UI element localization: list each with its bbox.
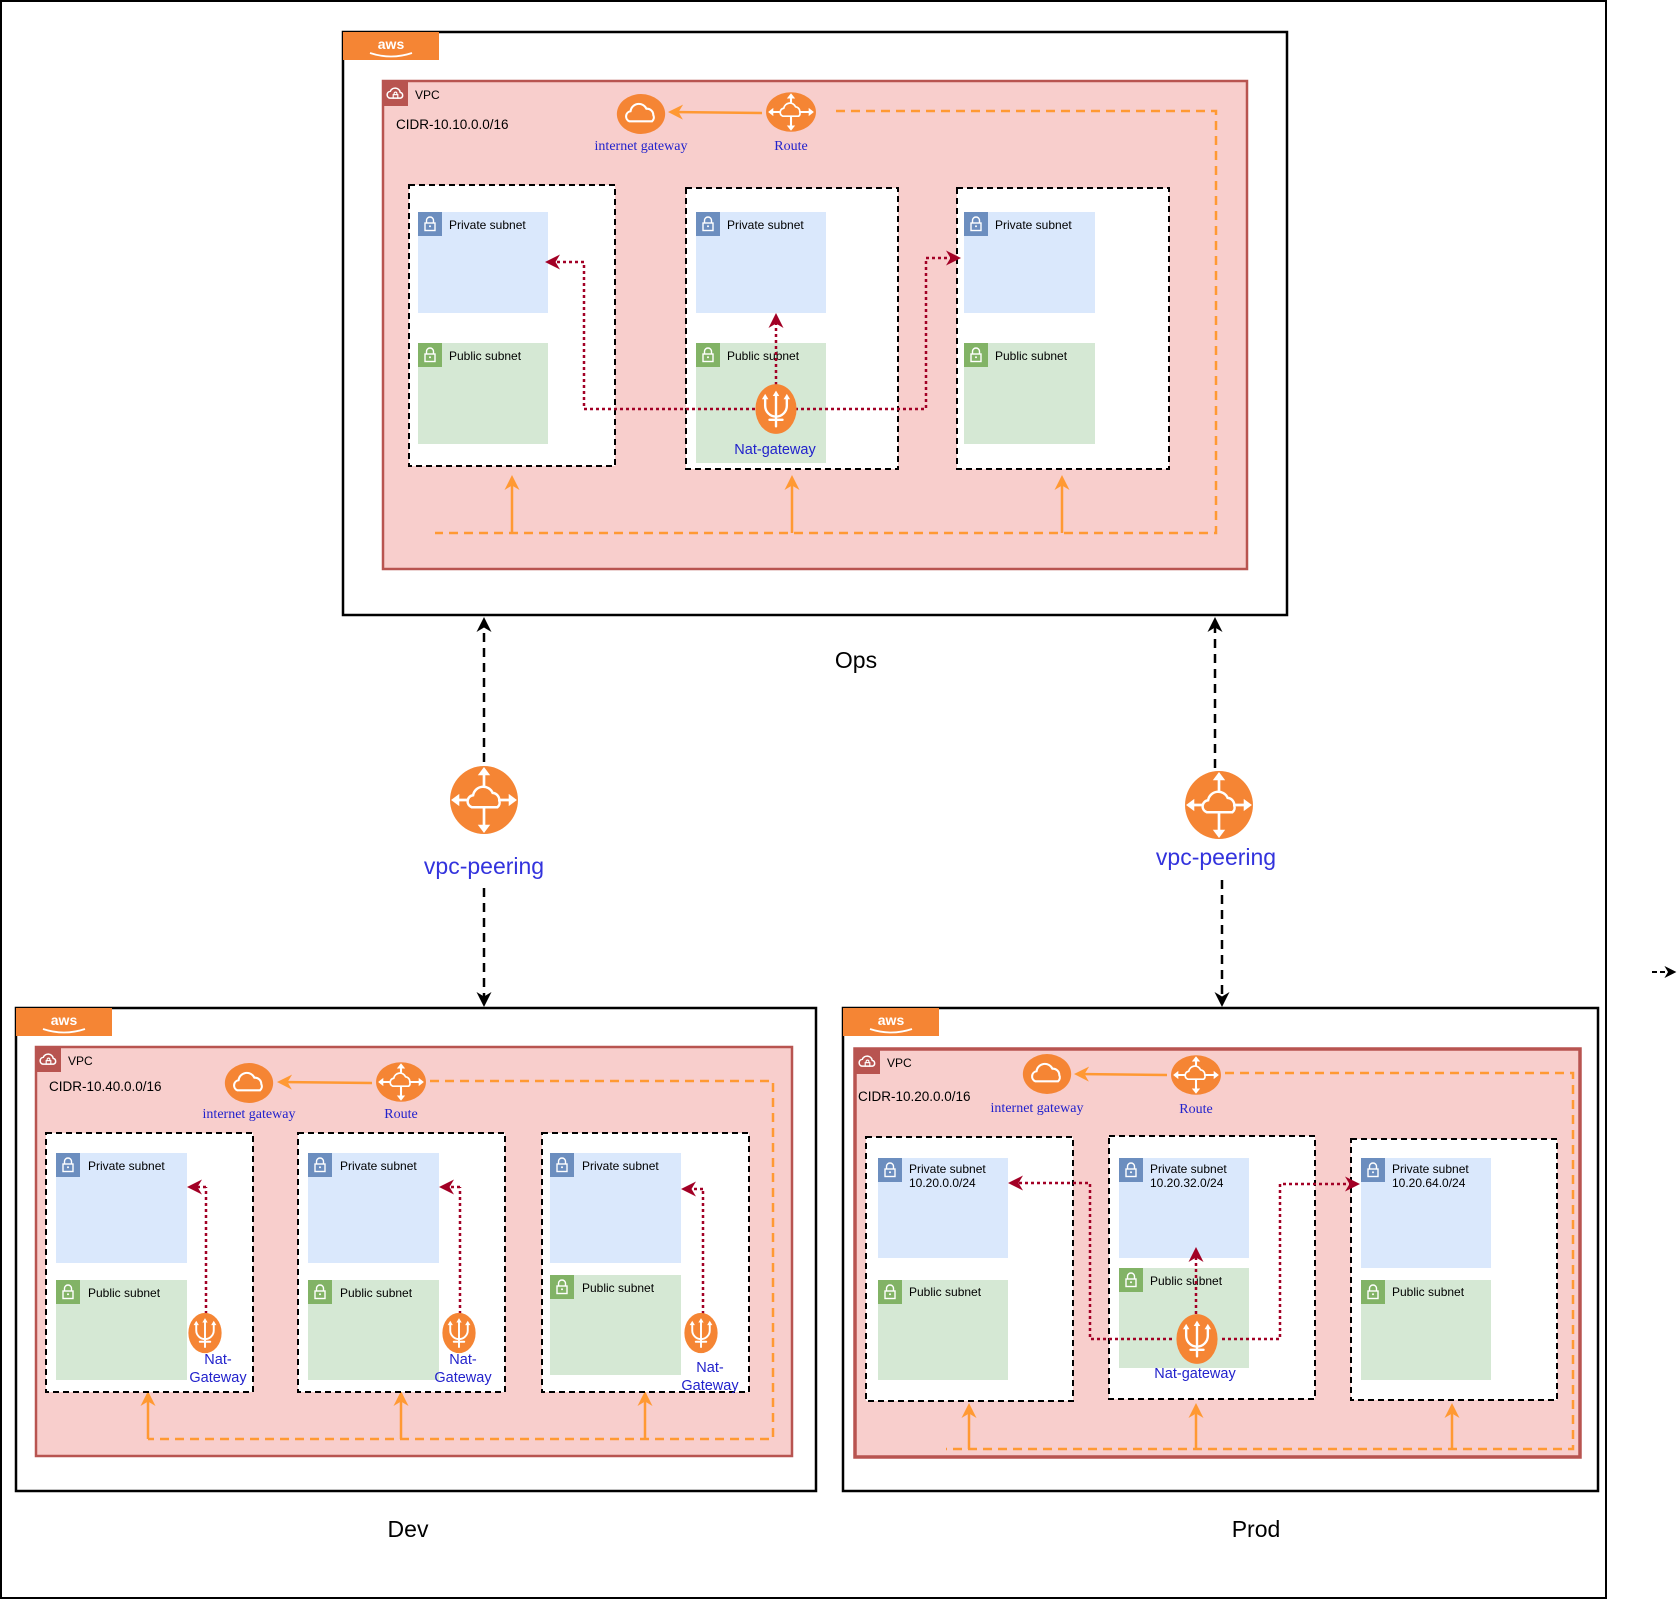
svg-text:aws: aws xyxy=(51,1012,78,1028)
cloud-icon xyxy=(223,1062,275,1104)
router-icon xyxy=(1170,1054,1222,1096)
vpc-peering-right-label: vpc-peering xyxy=(1156,844,1276,870)
prod-public-subnet-1-label: Public subnet xyxy=(909,1285,982,1299)
aws-logo-icon: aws xyxy=(843,1008,939,1036)
dev-route-label: Route xyxy=(384,1107,417,1122)
dev-environment: aws VPC CIDR-10.40.0.0/16 internet gatew… xyxy=(14,1006,818,1542)
trident-icon xyxy=(1174,1313,1220,1365)
ops-route-label: Route xyxy=(774,139,807,154)
prod-private-subnet-2-label: Private subnet xyxy=(1150,1162,1227,1176)
vpc-peering-right: vpc-peering xyxy=(1156,617,1276,1007)
router-icon xyxy=(765,91,817,133)
dev-nat-gateway-3-line2: Gateway xyxy=(681,1378,739,1394)
prod-private-subnet-1-label: Private subnet xyxy=(909,1162,986,1176)
ops-cidr: CIDR-10.10.0.0/16 xyxy=(396,117,509,132)
ops-environment: aws VPC CIDR-10.10.0.0/16 internet gatew… xyxy=(341,30,1289,673)
prod-private-subnet-3-label: Private subnet xyxy=(1392,1162,1469,1176)
prod-nat-gateway-label: Nat-gateway xyxy=(1154,1366,1236,1382)
dev-private-subnet-3-label: Private subnet xyxy=(582,1159,659,1173)
prod-public-subnet-3-label: Public subnet xyxy=(1392,1285,1465,1299)
trident-icon xyxy=(683,1312,719,1354)
prod-environment: aws VPC CIDR-10.20.0.0/16 internet gatew… xyxy=(841,1006,1600,1542)
ops-private-subnet-1-label: Private subnet xyxy=(449,218,526,232)
trident-icon xyxy=(754,383,798,435)
cloud-icon xyxy=(1021,1053,1073,1095)
cloud-router-icon xyxy=(1184,770,1254,840)
prod-private-subnet-1-cidr: 10.20.0.0/24 xyxy=(909,1176,976,1190)
trident-icon xyxy=(187,1312,223,1354)
router-icon xyxy=(375,1061,427,1103)
dev-internet-gateway-label: internet gateway xyxy=(203,1107,296,1122)
dev-nat-gateway-3-line1: Nat- xyxy=(696,1360,724,1376)
trident-icon xyxy=(441,1312,477,1354)
prod-internet-gateway-label: internet gateway xyxy=(991,1101,1084,1116)
dev-private-subnet-2-label: Private subnet xyxy=(340,1159,417,1173)
cloud-icon xyxy=(615,93,667,135)
dev-cidr: CIDR-10.40.0.0/16 xyxy=(49,1079,162,1094)
prod-public-subnet-2-label: Public subnet xyxy=(1150,1274,1223,1288)
ops-internet-gateway-label: internet gateway xyxy=(595,139,688,154)
prod-route-label: Route xyxy=(1179,1102,1212,1117)
aws-logo-icon: aws xyxy=(343,32,439,60)
dev-nat-gateway-1-line2: Gateway xyxy=(189,1370,247,1386)
ops-private-subnet-2-label: Private subnet xyxy=(727,218,804,232)
aws-logo-icon: aws xyxy=(16,1008,112,1036)
ops-private-subnet-3-label: Private subnet xyxy=(995,218,1072,232)
dev-public-subnet-3-label: Public subnet xyxy=(582,1281,655,1295)
dev-nat-gateway-1-line1: Nat- xyxy=(204,1352,232,1368)
prod-cidr: CIDR-10.20.0.0/16 xyxy=(858,1089,971,1104)
prod-private-subnet-3-cidr: 10.20.64.0/24 xyxy=(1392,1176,1466,1190)
vpc-peering-left: vpc-peering xyxy=(424,617,544,1007)
svg-text:aws: aws xyxy=(378,36,405,52)
dev-public-subnet-2-label: Public subnet xyxy=(340,1286,413,1300)
ops-public-subnet-1-label: Public subnet xyxy=(449,349,522,363)
ops-vpc-label: VPC xyxy=(415,88,440,102)
dev-env-label: Dev xyxy=(388,1516,429,1542)
svg-text:aws: aws xyxy=(878,1012,905,1028)
dev-private-subnet-1-label: Private subnet xyxy=(88,1159,165,1173)
vpc-peering-left-label: vpc-peering xyxy=(424,853,544,879)
prod-vpc-label: VPC xyxy=(887,1056,912,1070)
dev-public-subnet-1-label: Public subnet xyxy=(88,1286,161,1300)
dev-nat-gateway-2-line1: Nat- xyxy=(449,1352,477,1368)
ops-public-subnet-3-label: Public subnet xyxy=(995,349,1068,363)
dev-vpc-label: VPC xyxy=(68,1054,93,1068)
prod-env-label: Prod xyxy=(1232,1516,1281,1542)
ops-public-subnet-2-label: Public subnet xyxy=(727,349,800,363)
prod-private-subnet-2-cidr: 10.20.32.0/24 xyxy=(1150,1176,1224,1190)
outer-frame xyxy=(0,0,1607,1599)
ops-env-label: Ops xyxy=(835,647,877,673)
dev-nat-gateway-2-line2: Gateway xyxy=(434,1370,492,1386)
ops-nat-gateway-label: Nat-gateway xyxy=(734,442,816,458)
cloud-router-icon xyxy=(449,765,519,835)
